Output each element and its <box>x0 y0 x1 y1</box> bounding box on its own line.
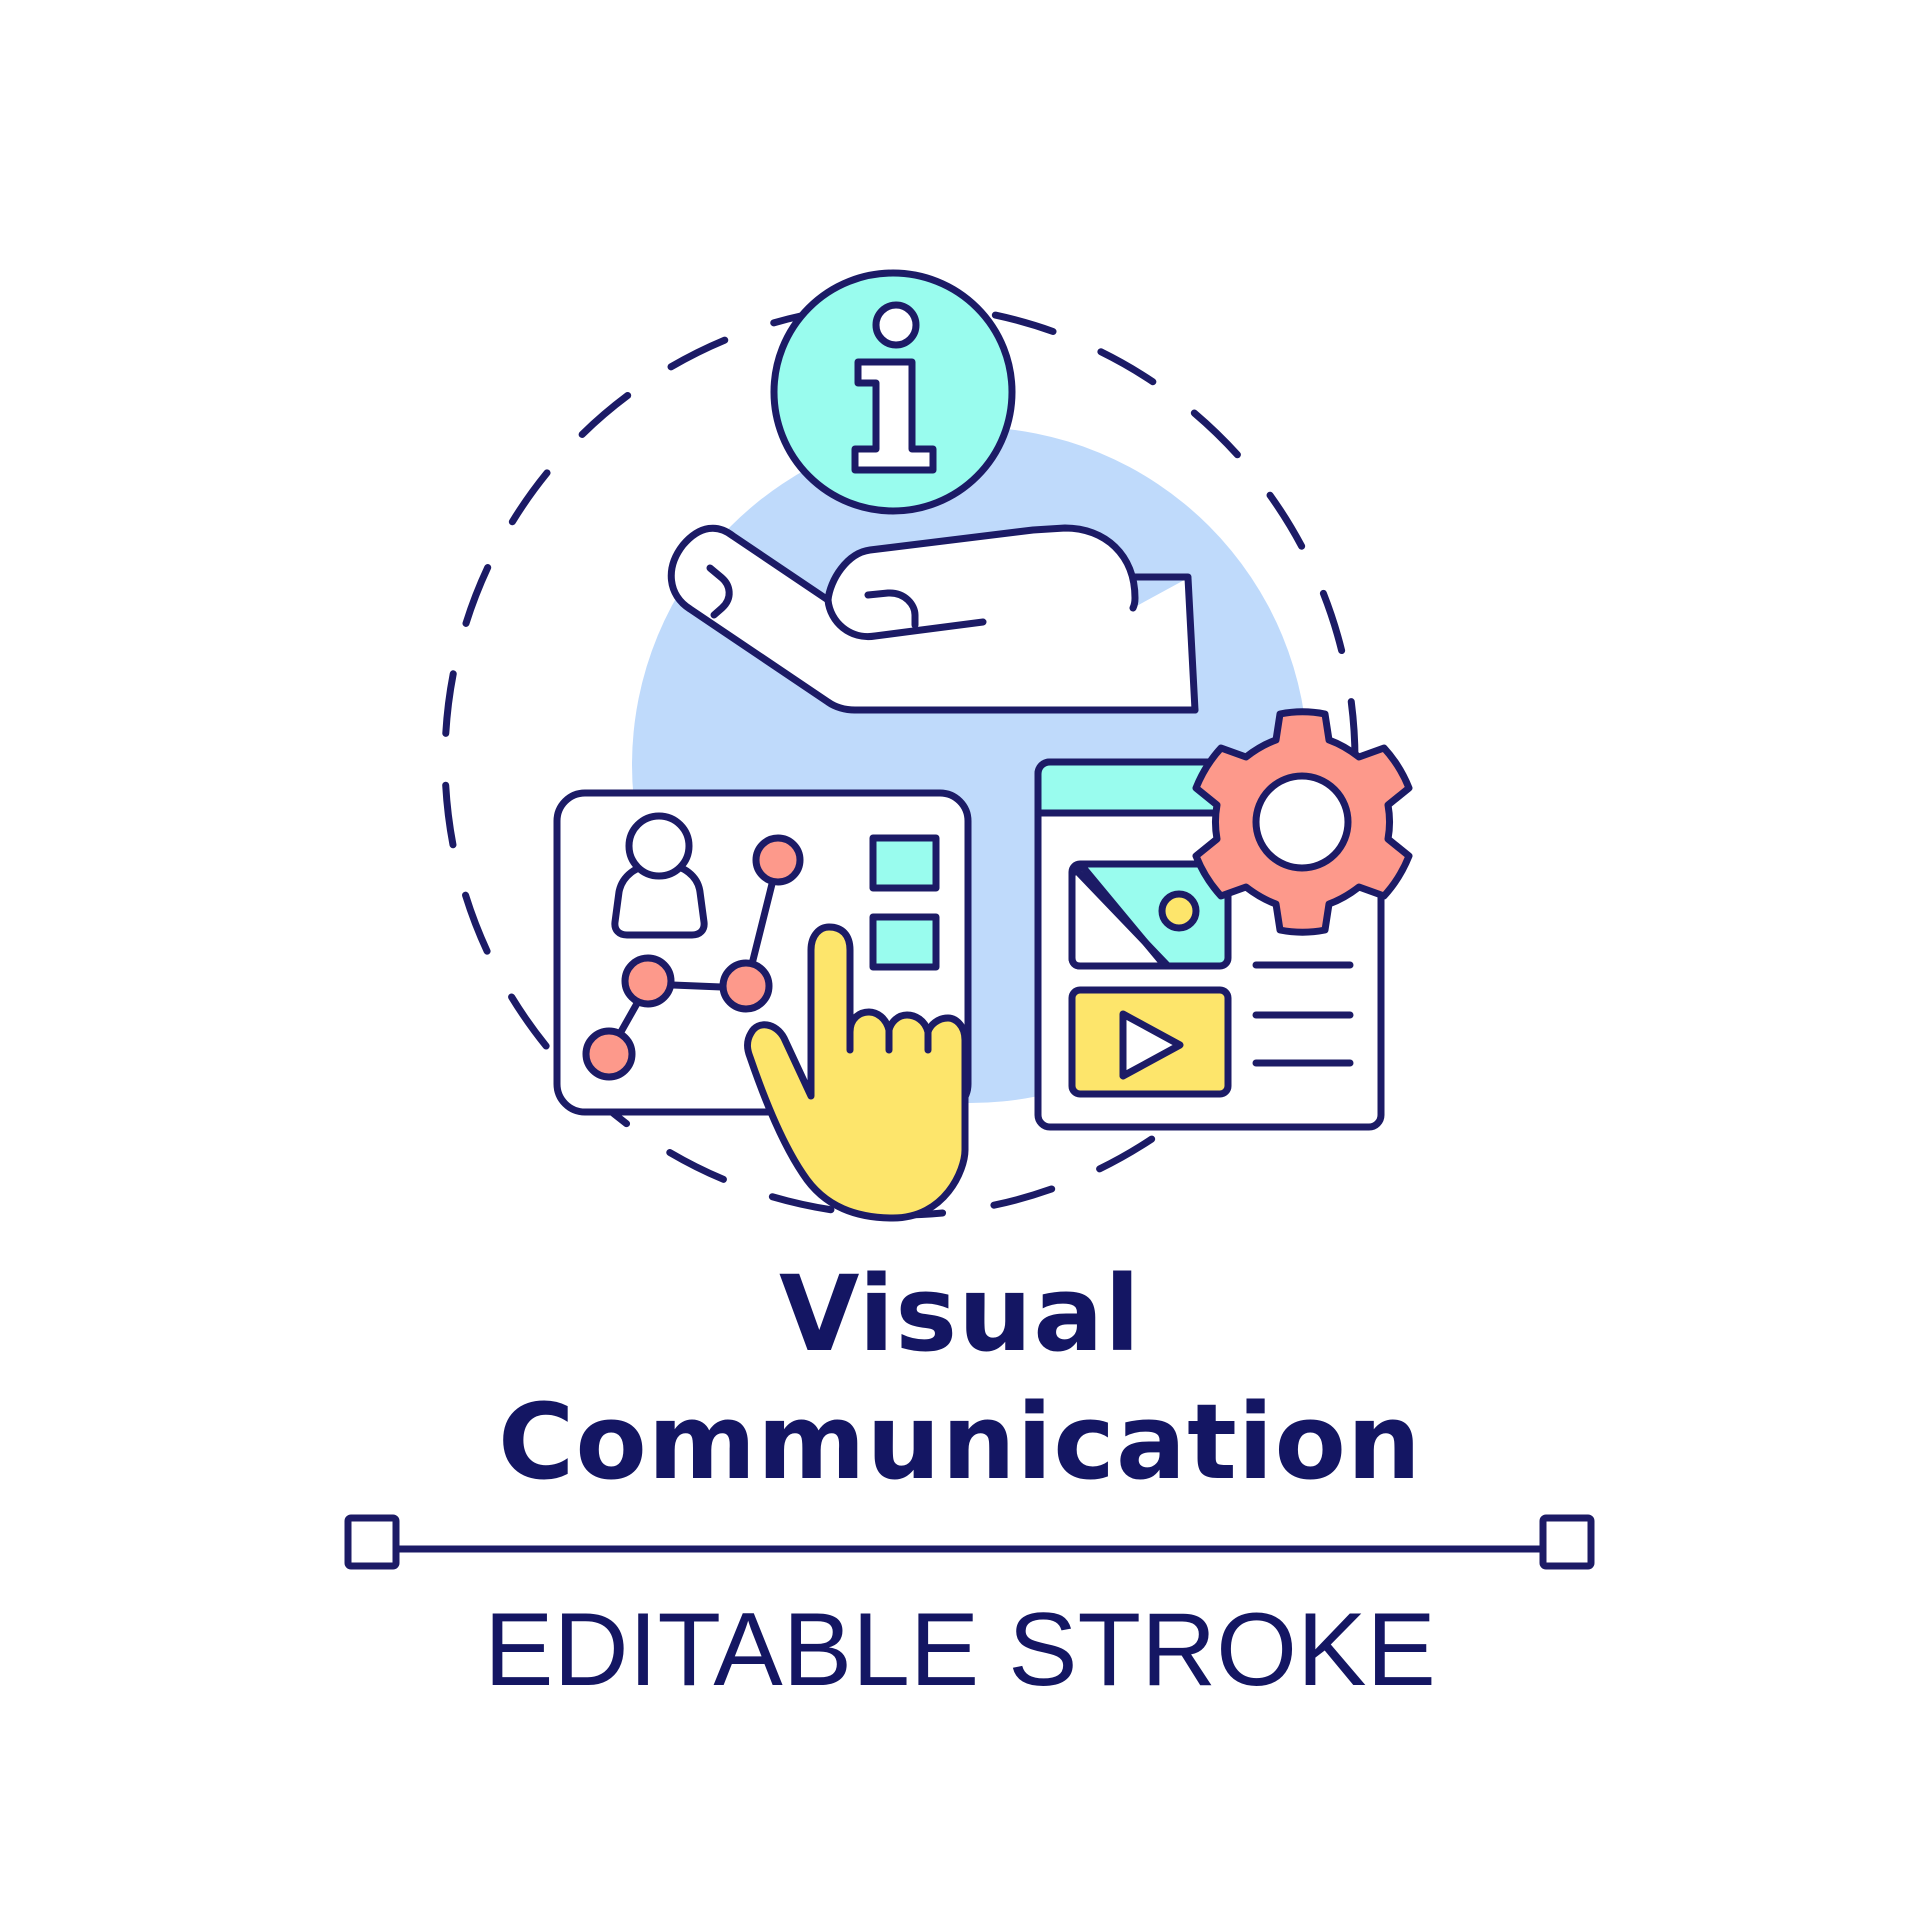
play-icon <box>1068 986 1232 1098</box>
title-line-1: Visual <box>778 1253 1142 1375</box>
pointing-hand-icon <box>744 923 969 1222</box>
title-line-2: Communication <box>498 1381 1422 1503</box>
gear-icon <box>1192 708 1413 936</box>
open-hand-icon <box>667 524 1199 714</box>
info-icon <box>770 269 1016 515</box>
image-icon <box>1068 860 1232 970</box>
caption-editable-stroke: EDITABLE STROKE <box>484 1592 1436 1708</box>
user-icon <box>611 812 708 939</box>
graph-node <box>582 1027 636 1081</box>
line-endpoint-handle <box>1539 1514 1595 1570</box>
graph-node <box>719 959 773 1013</box>
graph-node <box>752 834 804 886</box>
stroke-line <box>344 1514 1595 1570</box>
list-block <box>869 834 940 892</box>
list-block <box>869 913 940 971</box>
graph-node <box>621 954 675 1008</box>
line-endpoint-handle <box>344 1514 400 1570</box>
